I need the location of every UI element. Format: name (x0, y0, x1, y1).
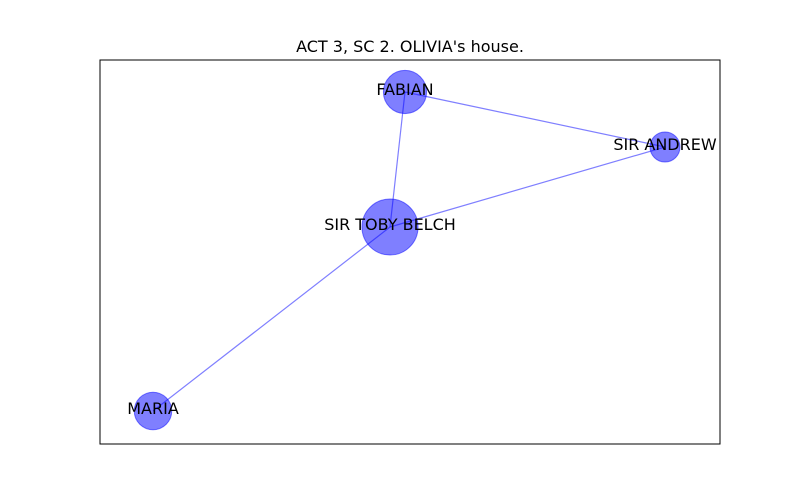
node-sir_toby_belch (361, 198, 419, 256)
plot-frame (99, 59, 721, 445)
node-label-fabian: FABIAN (376, 80, 433, 99)
node-layer (133, 69, 681, 431)
node-fabian (382, 69, 428, 115)
figure-title: ACT 3, SC 2. OLIVIA's house. (296, 37, 524, 56)
edge-fabian-sir_andrew (404, 91, 666, 148)
node-label-maria: MARIA (127, 399, 179, 418)
node-sir_andrew (649, 131, 681, 163)
node-label-sir_andrew: SIR ANDREW (613, 135, 717, 154)
edge-sir_andrew-sir_toby_belch (389, 146, 666, 228)
edge-sir_toby_belch-maria (152, 226, 391, 412)
node-maria (133, 391, 173, 431)
node-label-sir_toby_belch: SIR TOBY BELCH (324, 215, 456, 234)
edge-layer (152, 91, 666, 412)
label-layer: FABIAN SIR ANDREW SIR TOBY BELCH MARIA (127, 80, 717, 418)
